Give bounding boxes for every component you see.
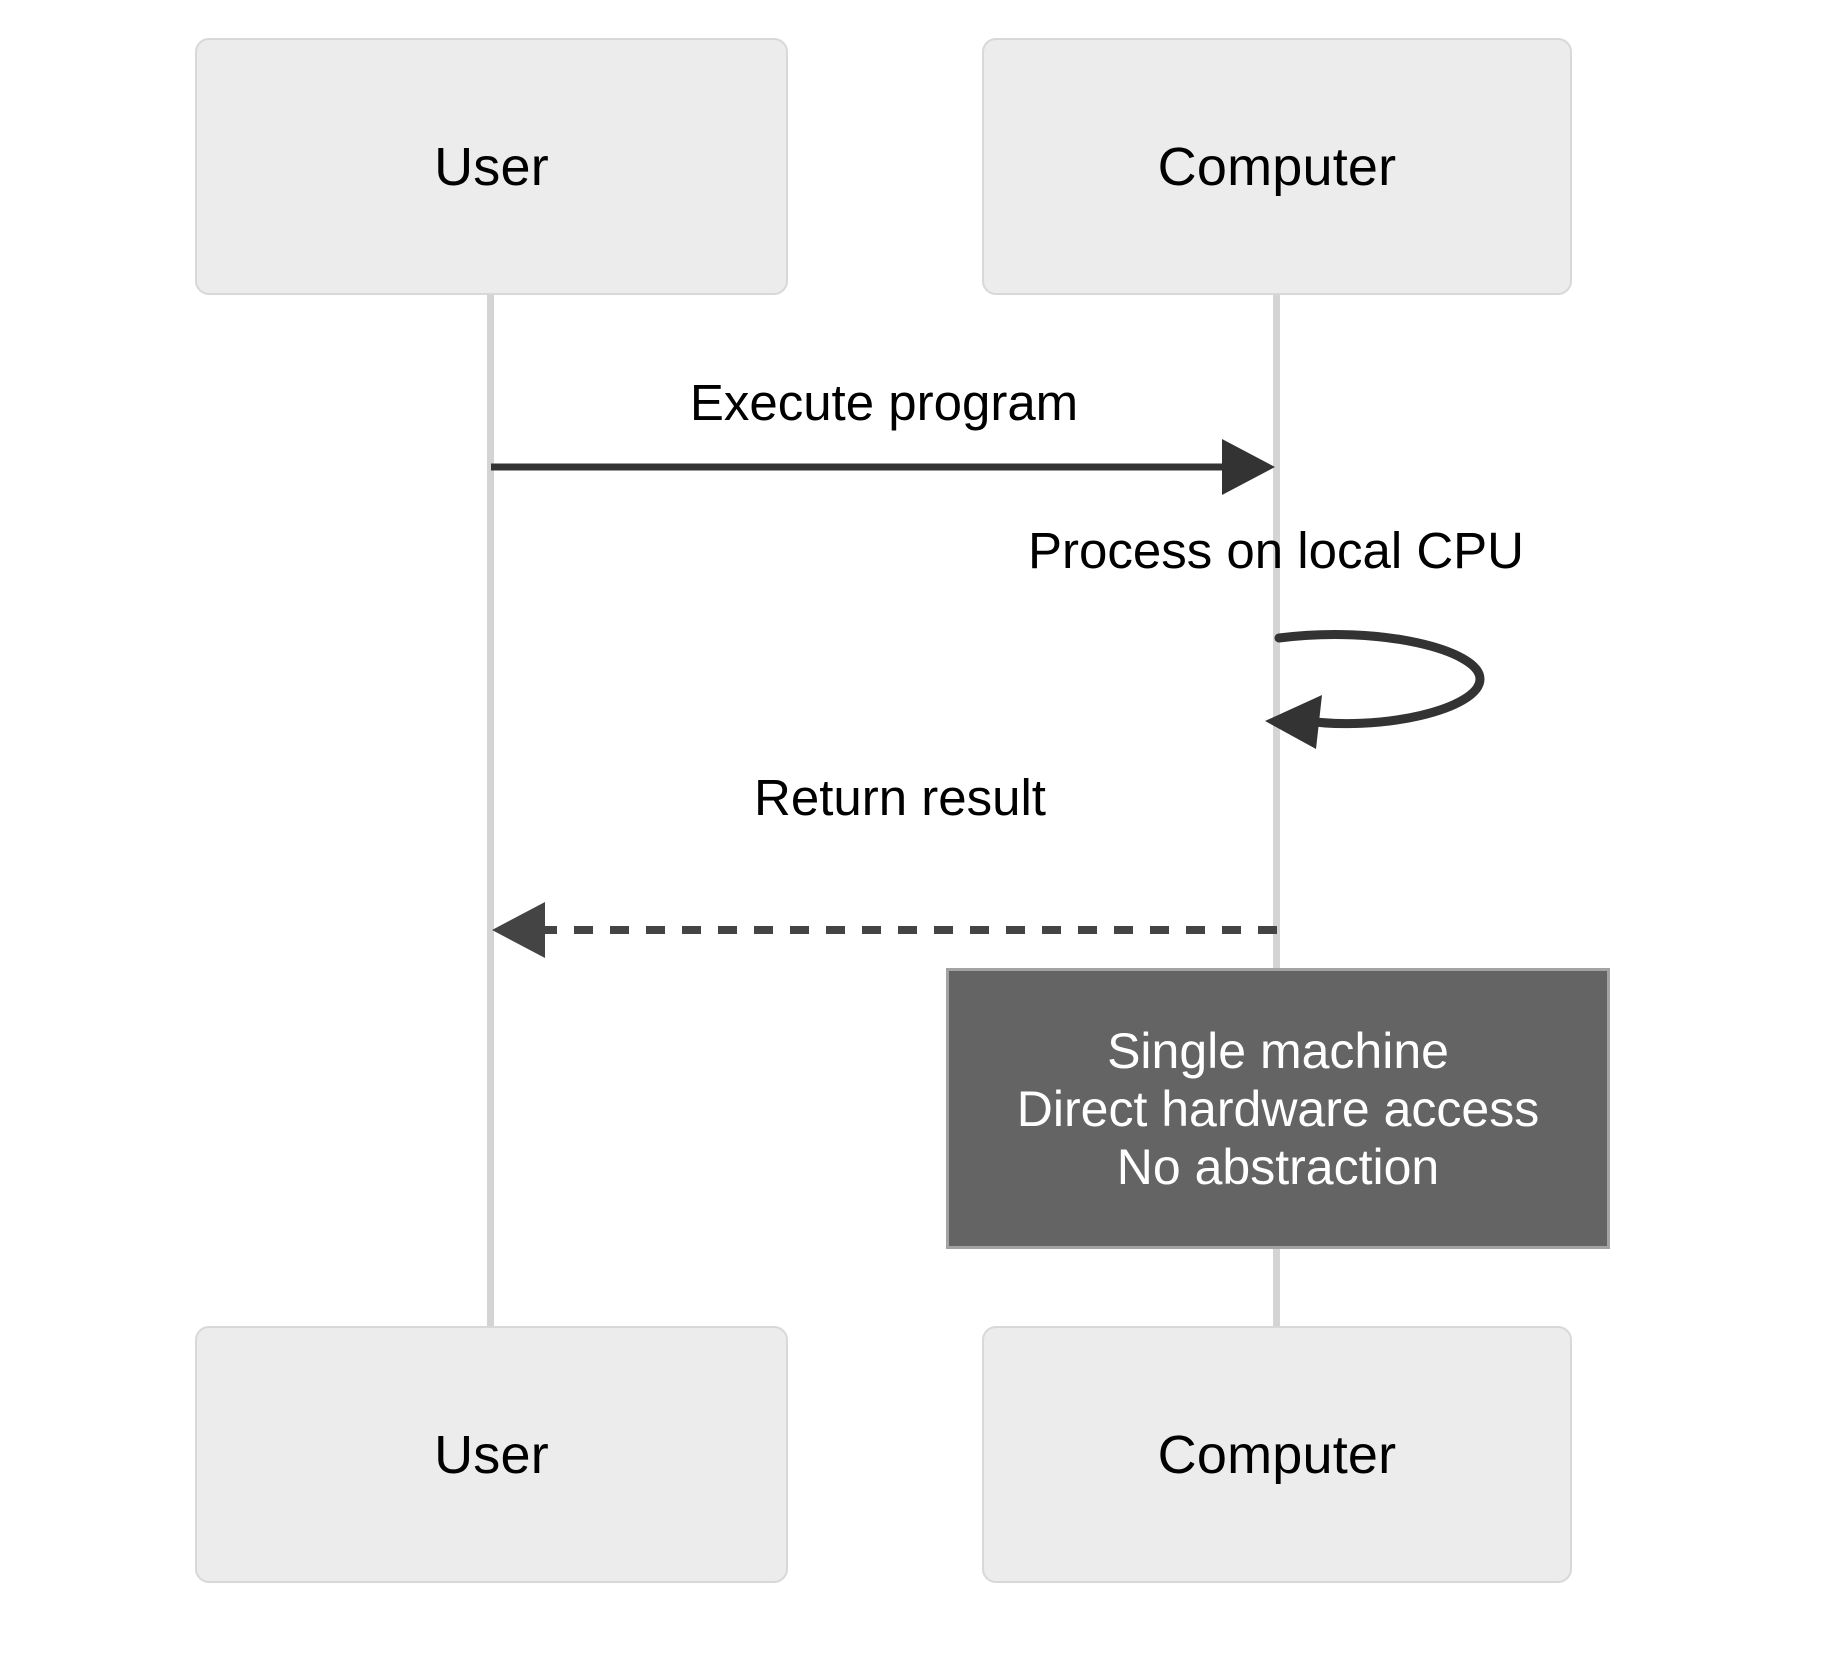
message-label-return-result: Return result bbox=[754, 769, 1046, 826]
participant-box-user-bottom[interactable]: User bbox=[195, 1326, 788, 1583]
participant-label-user-top: User bbox=[434, 136, 549, 197]
participant-label-user-bottom: User bbox=[434, 1424, 549, 1485]
message-arrow-return-result bbox=[492, 902, 1277, 958]
message-label-process-on-local-cpu: Process on local CPU bbox=[1027, 522, 1525, 579]
message-arrow-process-on-local-cpu bbox=[1265, 629, 1485, 749]
note-line-3: No abstraction bbox=[1116, 1138, 1440, 1195]
participant-label-computer-bottom: Computer bbox=[1157, 1424, 1397, 1485]
note-box-computer: Single machine Direct hardware access No… bbox=[946, 968, 1610, 1249]
message-arrow-execute-program bbox=[491, 439, 1275, 495]
participant-box-computer-bottom[interactable]: Computer bbox=[982, 1326, 1572, 1583]
note-line-2: Direct hardware access bbox=[1016, 1080, 1540, 1137]
participant-box-computer-top[interactable]: Computer bbox=[982, 38, 1572, 295]
message-label-execute-program: Execute program bbox=[689, 374, 1079, 431]
participant-box-user-top[interactable]: User bbox=[195, 38, 788, 295]
lifeline-user bbox=[487, 295, 494, 1326]
participant-label-computer-top: Computer bbox=[1157, 136, 1397, 197]
note-line-1: Single machine bbox=[1107, 1022, 1449, 1079]
lifeline-computer bbox=[1273, 295, 1280, 1326]
